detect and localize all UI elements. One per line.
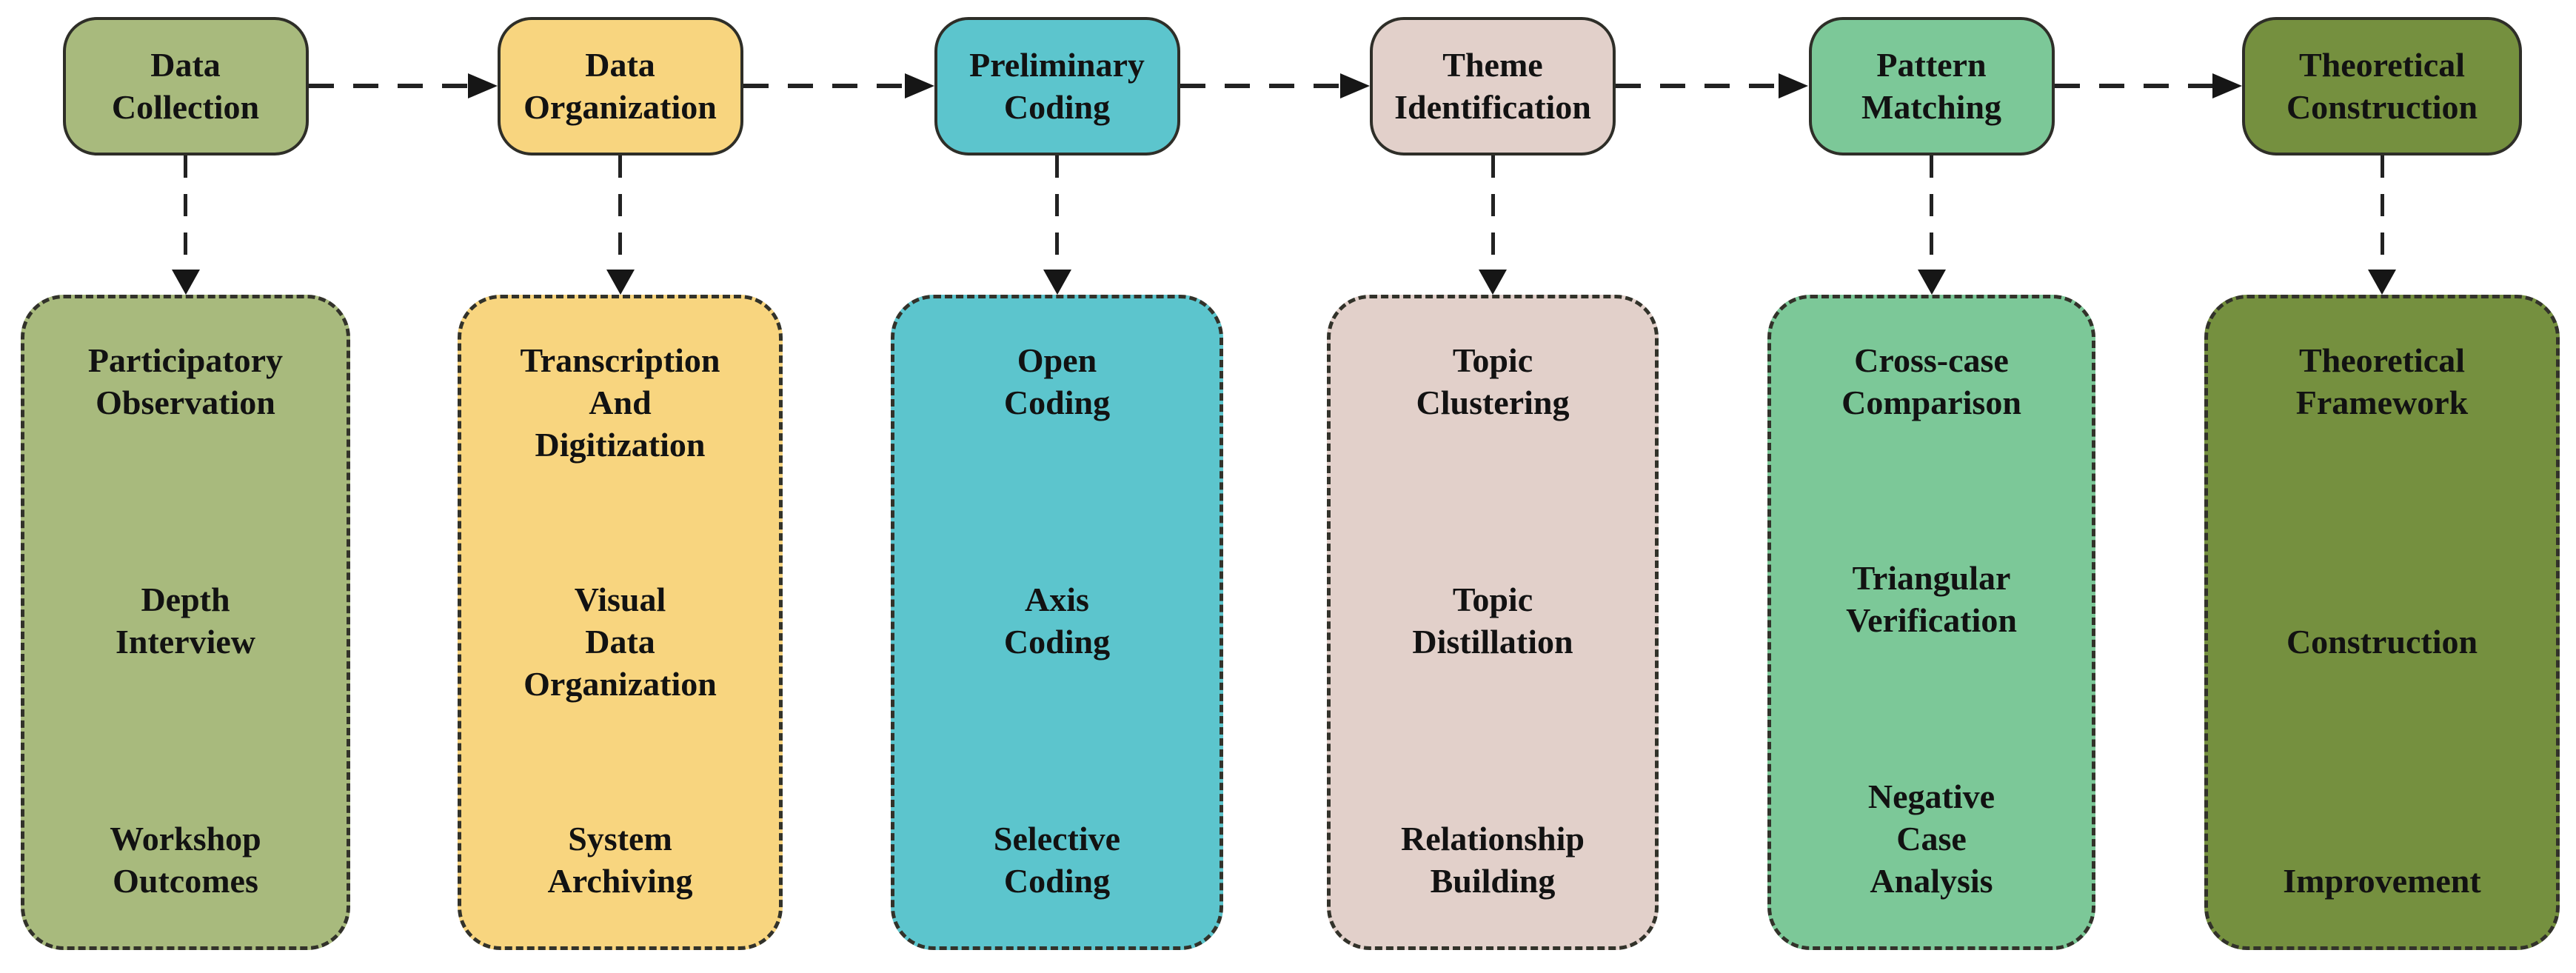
dashed-arrow-down-icon: [171, 156, 200, 295]
dashed-line: [1616, 84, 1779, 88]
stage-detail-theme-identification: Topic Clustering Topic Distillation Rela…: [1327, 295, 1659, 950]
arrowhead-down-icon: [1917, 270, 1946, 295]
dashed-line: [2055, 84, 2212, 88]
stage-detail-theoretical-construction: Theoretical Framework Construction Impro…: [2204, 295, 2560, 950]
stage-header-data-organization: Data Organization: [497, 17, 743, 156]
arrowhead-down-icon: [1479, 270, 1507, 295]
substep-label: Participatory Observation: [87, 341, 284, 422]
column-data-collection: Data Collection Participatory Observatio…: [21, 0, 350, 973]
stage-detail-preliminary-coding: Open Coding Axis Coding Selective Coding: [891, 295, 1223, 950]
dashed-line: [1055, 156, 1059, 270]
substep-label: Open Coding: [1003, 341, 1111, 422]
dashed-arrow-down-icon: [1917, 156, 1946, 295]
substep-label: Negative Case Analysis: [1867, 777, 1995, 900]
stage-header-theme-identification: Theme Identification: [1370, 17, 1616, 156]
substep-label: System Archiving: [547, 819, 693, 900]
arrowhead-right-icon: [1779, 73, 1808, 98]
arrowhead-down-icon: [606, 270, 635, 295]
dashed-line: [1930, 156, 1933, 270]
substep-label: Construction: [2286, 623, 2478, 661]
arrowhead-right-icon: [1340, 73, 1370, 98]
dashed-arrow-right-icon: [2055, 73, 2242, 98]
arrowhead-right-icon: [468, 73, 498, 98]
stage-detail-data-collection: Participatory Observation Depth Intervie…: [21, 295, 350, 950]
dashed-line: [2380, 156, 2384, 270]
dashed-line: [618, 156, 622, 270]
dashed-line: [1180, 84, 1340, 88]
stage-header-pattern-matching: Pattern Matching: [1808, 17, 2055, 156]
substep-label: Visual Data Organization: [523, 580, 717, 703]
dashed-arrow-down-icon: [2368, 156, 2396, 295]
dashed-line: [743, 84, 905, 88]
substep-label: Axis Coding: [1003, 580, 1111, 661]
arrowhead-right-icon: [905, 73, 934, 98]
dashed-arrow-down-icon: [1043, 156, 1071, 295]
substep-label: Depth Interview: [115, 580, 256, 661]
substep-label: Cross-case Comparison: [1841, 341, 2021, 422]
stage-header-preliminary-coding: Preliminary Coding: [934, 17, 1180, 156]
substep-label: Topic Clustering: [1416, 341, 1570, 422]
substep-label: Triangular Verification: [1846, 559, 2017, 640]
column-pattern-matching: Pattern Matching Cross-case Comparison T…: [1767, 0, 2095, 973]
column-preliminary-coding: Preliminary Coding Open Coding Axis Codi…: [891, 0, 1223, 973]
column-data-organization: Data Organization Transcription And Digi…: [458, 0, 783, 973]
arrowhead-down-icon: [2368, 270, 2396, 295]
substep-label: Selective Coding: [993, 819, 1121, 900]
arrowhead-down-icon: [171, 270, 200, 295]
substep-label: Theoretical Framework: [2295, 341, 2469, 422]
dashed-arrow-down-icon: [1479, 156, 1507, 295]
substep-label: Transcription And Digitization: [520, 341, 720, 464]
stage-header-theoretical-construction: Theoretical Construction: [2242, 17, 2522, 156]
dashed-line: [309, 84, 468, 88]
arrowhead-right-icon: [2212, 73, 2242, 98]
dashed-arrow-right-icon: [1616, 73, 1808, 98]
substep-label: Improvement: [2283, 861, 2481, 900]
substep-label: Relationship Building: [1401, 819, 1585, 900]
substep-label: Workshop Outcomes: [110, 819, 261, 900]
stage-detail-data-organization: Transcription And Digitization Visual Da…: [458, 295, 783, 950]
dashed-line: [1491, 156, 1495, 270]
dashed-line: [184, 156, 187, 270]
dashed-arrow-right-icon: [1180, 73, 1370, 98]
arrowhead-down-icon: [1043, 270, 1071, 295]
column-theme-identification: Theme Identification Topic Clustering To…: [1327, 0, 1659, 973]
column-theoretical-construction: Theoretical Construction Theoretical Fra…: [2204, 0, 2560, 973]
dashed-arrow-down-icon: [606, 156, 635, 295]
stage-header-data-collection: Data Collection: [62, 17, 309, 156]
stage-detail-pattern-matching: Cross-case Comparison Triangular Verific…: [1767, 295, 2095, 950]
dashed-arrow-right-icon: [309, 73, 498, 98]
substep-label: Topic Distillation: [1412, 580, 1573, 661]
dashed-arrow-right-icon: [743, 73, 934, 98]
